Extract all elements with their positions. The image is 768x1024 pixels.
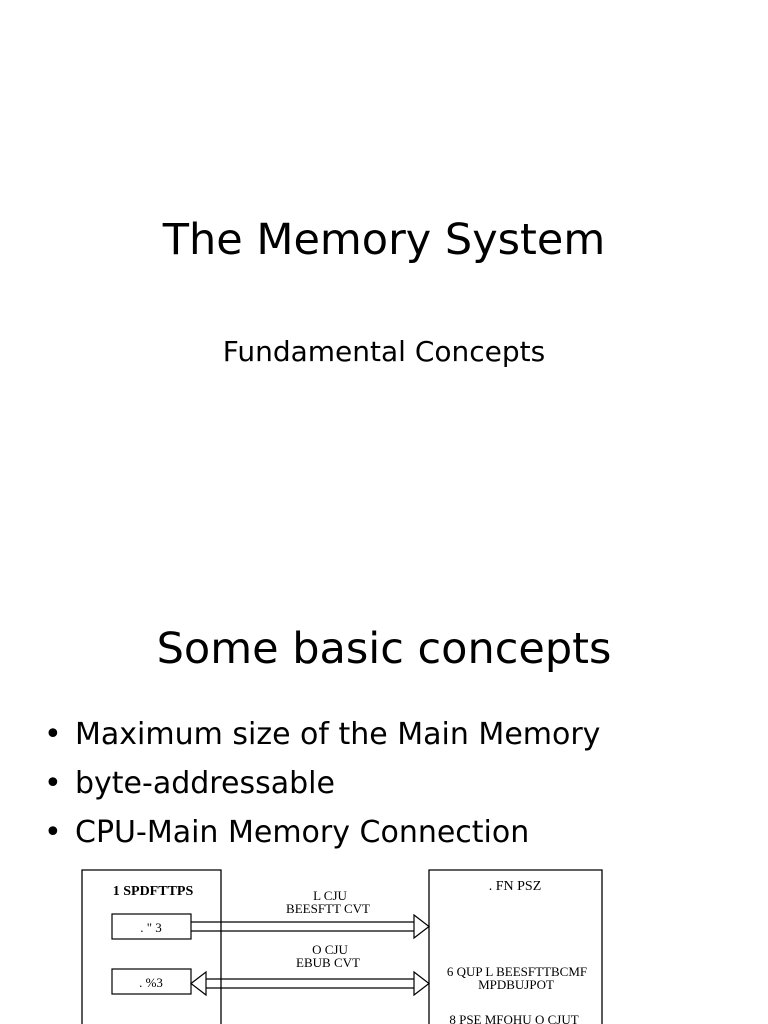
bullet-text: Maximum size of the Main Memory — [75, 717, 601, 752]
address-bus-arrow — [191, 913, 430, 940]
processor-box — [81, 869, 222, 1024]
bullet-icon: • — [44, 766, 62, 801]
bullet-item: • byte-addressable — [44, 762, 600, 811]
data-bus-arrow — [190, 970, 430, 997]
slide-title: The Memory System — [162, 215, 606, 265]
data-bus-label: O CJU — [312, 942, 348, 957]
cpu-memory-connection-diagram: 1 SPDFTTPS . " 3 . %3 L CJU BEESFTT CVT … — [81, 869, 603, 1024]
bullet-item: • Maximum size of the Main Memory — [44, 713, 600, 762]
mar-label: . " 3 — [140, 920, 162, 935]
mdr-label: . %3 — [139, 975, 163, 990]
slide-subtitle: Fundamental Concepts — [222, 335, 546, 368]
bullet-text: byte-addressable — [75, 766, 335, 801]
address-bus-label: BEESFTT CVT — [286, 901, 370, 916]
memory-description: MPDBUJPOT — [478, 977, 554, 992]
memory-box — [428, 869, 603, 1024]
memory-description: 6 QUP L BEESFTTBCMF — [447, 964, 587, 979]
memory-description: 8 PSE MFOHU O CJUT — [449, 1012, 578, 1024]
mar-box — [111, 913, 192, 940]
bullet-icon: • — [44, 815, 62, 850]
data-bus-label: EBUB CVT — [296, 955, 360, 970]
bullet-list: • Maximum size of the Main Memory • byte-a… — [44, 713, 600, 860]
processor-label: 1 SPDFTTPS — [113, 884, 194, 899]
address-bus-label: L CJU — [313, 888, 347, 903]
memory-label: . FN PSZ — [489, 879, 542, 894]
bullet-text: CPU-Main Memory Connection — [75, 815, 530, 850]
slide-title: Some basic concepts — [156, 624, 612, 674]
bullet-icon: • — [44, 717, 62, 752]
mdr-box — [111, 968, 192, 995]
bullet-item: • CPU-Main Memory Connection — [44, 811, 600, 860]
